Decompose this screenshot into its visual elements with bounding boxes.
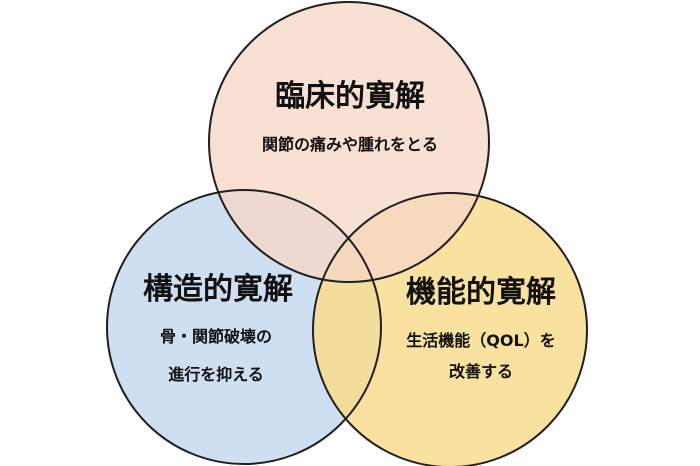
circle-outlines (106, 1, 588, 466)
functional-description-line-2: 改善する (449, 362, 513, 381)
structural-title: 構造的寛解 (143, 272, 293, 307)
structural-description-line-2: 進行を抑える (168, 365, 264, 384)
circle-structural-outline (106, 189, 382, 465)
circle-clinical-outline (208, 1, 490, 283)
functional-description-line-1: 生活機能（QOL）を (406, 331, 555, 350)
structural-description-line-1: 骨・関節破壊の (160, 327, 272, 346)
circle-structural: 構造的寛解 骨・関節破壊の 進行を抑える (143, 272, 293, 384)
clinical-title: 臨床的寛解 (275, 79, 425, 114)
circle-clinical-fill (209, 2, 489, 282)
clinical-description-line-1: 関節の痛みや腫れをとる (262, 135, 438, 154)
functional-title: 機能的寛解 (406, 275, 556, 310)
circle-clinical: 臨床的寛解 関節の痛みや腫れをとる (262, 79, 438, 154)
circle-functional-outline (312, 192, 588, 466)
circle-fills (107, 2, 587, 466)
circle-functional: 機能的寛解 生活機能（QOL）を 改善する (406, 275, 556, 381)
